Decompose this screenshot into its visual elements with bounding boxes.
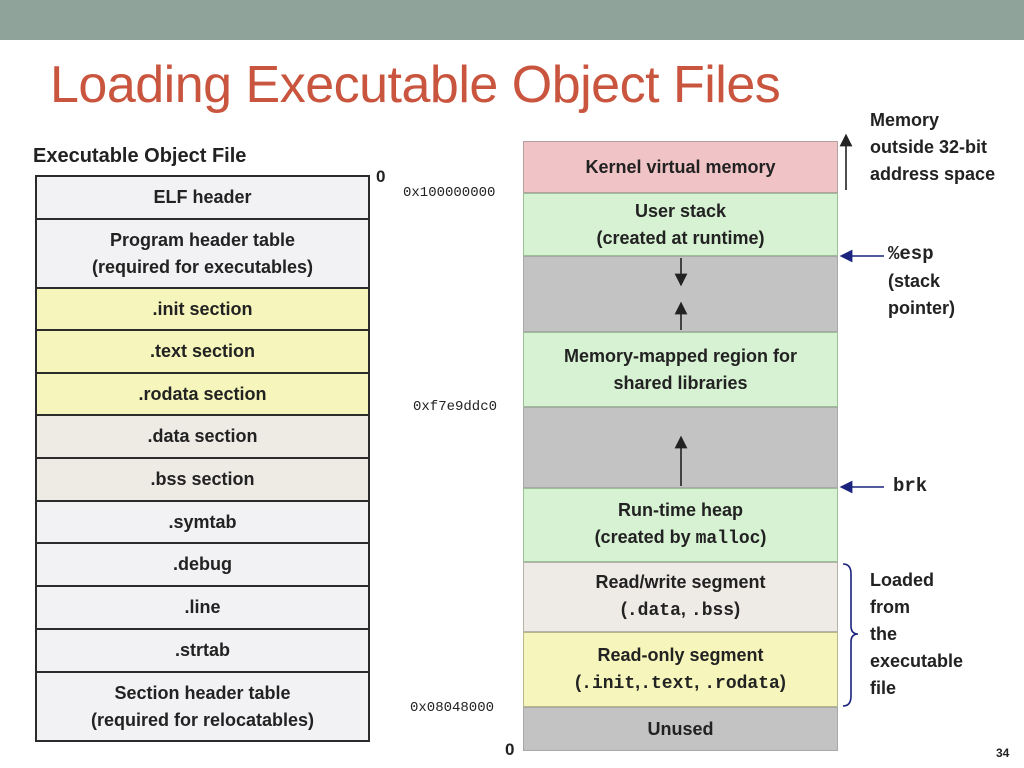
elf-row-label: .strtab bbox=[174, 640, 230, 660]
elf-row-label: .init section bbox=[152, 298, 253, 319]
elf-row-section-header: Section header table (required for reloc… bbox=[37, 673, 368, 740]
elf-row-label: .data section bbox=[147, 426, 258, 446]
code-malloc: malloc bbox=[695, 529, 761, 549]
text-fragment: ) bbox=[779, 671, 786, 692]
annotation-line: address space bbox=[870, 164, 996, 184]
text-fragment: ) bbox=[734, 599, 741, 619]
address-top: 0x100000000 bbox=[403, 185, 496, 201]
code-init: .init bbox=[581, 673, 636, 694]
elf-row-label: .text section bbox=[149, 341, 256, 361]
elf-zero-label: 0 bbox=[376, 167, 386, 186]
annotation-line: executable bbox=[870, 651, 964, 671]
text-fragment: (created by bbox=[594, 527, 696, 547]
mem-label: Kernel virtual memory bbox=[585, 156, 776, 177]
elf-row-label: Program header table bbox=[109, 229, 296, 250]
mem-kernel-virtual-memory: Kernel virtual memory bbox=[523, 141, 838, 193]
mem-label: Unused bbox=[647, 718, 714, 739]
mem-label: Run-time heap bbox=[617, 500, 743, 520]
elf-row-label: .rodata section bbox=[138, 383, 267, 404]
mem-sublabel: (created at runtime) bbox=[596, 227, 765, 248]
text-fragment: , bbox=[694, 671, 705, 692]
mem-read-write-segment: Read/write segment (.data, .bss) bbox=[523, 562, 838, 632]
annotation-outside-address-space: Memory outside 32-bit address space bbox=[870, 107, 995, 188]
annotation-brk: brk bbox=[893, 475, 928, 497]
mem-read-only-segment: Read-only segment (.init,.text, .rodata) bbox=[523, 632, 838, 707]
elf-row-bss: .bss section bbox=[37, 459, 368, 502]
top-bar bbox=[0, 0, 1024, 40]
code-data: .data bbox=[626, 601, 681, 621]
annotation-line: pointer) bbox=[888, 298, 955, 318]
memory-zero-label: 0 bbox=[505, 740, 515, 759]
text-fragment: ( bbox=[620, 599, 627, 619]
slide-title: Loading Executable Object Files bbox=[50, 56, 781, 114]
elf-row-strtab: .strtab bbox=[37, 630, 368, 673]
code-text: .text bbox=[640, 673, 695, 694]
annotation-line: Memory bbox=[870, 110, 940, 130]
mem-sublabel: (.data, .bss) bbox=[621, 596, 740, 625]
address-bottom: 0x08048000 bbox=[410, 700, 495, 716]
elf-row-label: .symtab bbox=[168, 511, 237, 532]
elf-row-line: .line bbox=[37, 587, 368, 630]
annotation-loaded-from-file: Loaded from the executable file bbox=[870, 567, 963, 702]
annotation-line: file bbox=[870, 678, 897, 698]
mem-sublabel: shared libraries bbox=[613, 372, 748, 393]
mem-label: Memory-mapped region for bbox=[563, 345, 798, 366]
annotation-line: Loaded bbox=[870, 570, 935, 590]
annotation-line: the bbox=[870, 624, 897, 644]
mem-sublabel: (.init,.text, .rodata) bbox=[575, 669, 786, 698]
code-bss: .bss bbox=[690, 601, 735, 621]
mem-label: Read/write segment bbox=[595, 572, 766, 592]
annotation-line: outside 32-bit bbox=[870, 137, 988, 157]
annotation-line: (stack bbox=[888, 271, 941, 291]
code-esp: %esp bbox=[888, 243, 934, 265]
mem-label: Read-only segment bbox=[597, 644, 764, 665]
elf-row-data: .data section bbox=[37, 416, 368, 459]
elf-row-program-header: Program header table (required for execu… bbox=[37, 220, 368, 289]
elf-row-label: .debug bbox=[173, 554, 232, 574]
mem-sublabel: (created by malloc) bbox=[595, 524, 767, 553]
elf-table: ELF header Program header table (require… bbox=[35, 175, 370, 742]
text-fragment: , bbox=[680, 599, 691, 619]
elf-row-label: Section header table bbox=[114, 682, 291, 703]
elf-row-text: .text section bbox=[37, 331, 368, 374]
annotation-esp: %esp (stack pointer) bbox=[888, 241, 955, 322]
mem-mmap-region: Memory-mapped region for shared librarie… bbox=[523, 332, 838, 407]
elf-row-label: ELF header bbox=[153, 187, 252, 207]
text-fragment: , bbox=[635, 671, 641, 692]
elf-row-rodata: .rodata section bbox=[37, 374, 368, 416]
address-mmap: 0xf7e9ddc0 bbox=[413, 399, 498, 415]
mem-unused: Unused bbox=[523, 707, 838, 751]
elf-row-label: .line bbox=[184, 597, 221, 617]
loaded-segments-brace bbox=[842, 563, 859, 707]
elf-row-sublabel: (required for relocatables) bbox=[90, 709, 315, 730]
mem-user-stack: User stack (created at runtime) bbox=[523, 193, 838, 256]
code-rodata: .rodata bbox=[704, 673, 780, 694]
elf-row-debug: .debug bbox=[37, 544, 368, 587]
mem-runtime-heap: Run-time heap (created by malloc) bbox=[523, 488, 838, 562]
annotation-line: from bbox=[870, 597, 910, 617]
text-fragment: ( bbox=[575, 671, 582, 692]
elf-row-init: .init section bbox=[37, 289, 368, 331]
elf-row-symtab: .symtab bbox=[37, 502, 368, 544]
elf-caption: Executable Object File bbox=[33, 145, 247, 167]
elf-row-label: .bss section bbox=[150, 469, 255, 489]
page-number: 34 bbox=[996, 746, 1010, 760]
text-fragment: ) bbox=[760, 527, 767, 547]
elf-row-elf-header: ELF header bbox=[37, 177, 368, 220]
mem-label: User stack bbox=[634, 200, 727, 221]
elf-row-sublabel: (required for executables) bbox=[91, 256, 314, 277]
